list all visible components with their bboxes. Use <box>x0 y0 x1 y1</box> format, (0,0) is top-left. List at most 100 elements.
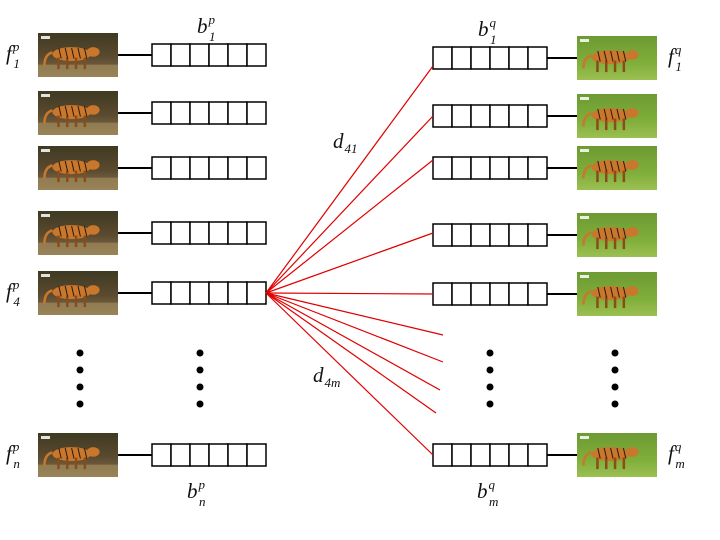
tiger-stripe <box>71 225 75 237</box>
right-frame-thumbnail <box>577 433 657 477</box>
tiger-stripe <box>71 160 75 172</box>
code-cell <box>246 443 267 467</box>
code-cell <box>208 443 229 467</box>
left-frames-ellipsis <box>76 349 84 408</box>
code-cell <box>527 104 548 128</box>
tiger-stripe <box>603 286 608 298</box>
code-cell <box>151 43 172 67</box>
distance-line <box>265 232 434 294</box>
left-code-box <box>151 156 267 180</box>
tiger-body <box>591 286 630 301</box>
tiger-leg <box>74 57 78 70</box>
code-cell <box>246 101 267 125</box>
ellipsis-dot <box>76 383 84 391</box>
left-frame-thumbnail <box>38 211 118 255</box>
code-cell <box>527 443 548 467</box>
tiger-leg <box>66 115 69 128</box>
code-cell <box>151 281 172 305</box>
tiger-stripe <box>610 160 614 172</box>
tiger-stripe <box>622 227 627 239</box>
code-cell <box>451 443 472 467</box>
tiger-stripe <box>622 286 627 298</box>
ellipsis-dot <box>611 366 619 374</box>
tiger-stripe <box>77 160 81 172</box>
tiger-stripe <box>77 105 81 117</box>
tiger-icon <box>582 50 639 73</box>
tiger-leg <box>605 60 608 73</box>
watermark <box>41 274 50 277</box>
code-cell <box>189 43 210 67</box>
tiger-stripe <box>610 447 614 459</box>
tiger-tail <box>582 290 592 305</box>
tiger-stripe <box>597 447 601 459</box>
tiger-icon <box>582 447 639 470</box>
code-cell <box>451 223 472 247</box>
ellipsis-dot <box>486 383 494 391</box>
tiger-stripe <box>71 105 75 117</box>
distance-line <box>265 292 444 336</box>
tiger-tail <box>582 112 592 127</box>
code-cell <box>208 101 229 125</box>
tiger-body <box>52 160 91 175</box>
left-frame-thumbnail <box>38 33 118 77</box>
watermark <box>41 214 50 217</box>
code-cell <box>470 443 491 467</box>
tiger-stripe <box>616 108 620 120</box>
tiger-tail <box>43 164 53 179</box>
code-cell <box>527 46 548 70</box>
tiger-tail <box>582 164 592 179</box>
code-cell <box>470 156 491 180</box>
code-cell <box>508 104 529 128</box>
code-cell <box>189 443 210 467</box>
tiger-stripe <box>83 225 88 237</box>
tiger-leg <box>74 115 78 128</box>
code-cell <box>470 223 491 247</box>
tiger-tail <box>582 231 592 246</box>
watermark <box>580 97 589 100</box>
tiger-leg <box>83 57 87 70</box>
tiger-icon <box>582 160 639 183</box>
code-cell <box>189 101 210 125</box>
code-cell <box>227 281 248 305</box>
watermark <box>580 436 589 439</box>
ellipsis-dot <box>196 349 204 357</box>
tiger-tail <box>43 109 53 124</box>
tiger-leg <box>596 170 599 183</box>
tiger-leg <box>613 118 617 131</box>
ellipsis-dot <box>76 400 84 408</box>
ellipsis-dot <box>611 383 619 391</box>
tiger-stripe <box>77 47 81 59</box>
code-cell <box>470 46 491 70</box>
tiger-leg <box>622 118 626 131</box>
code-cell <box>432 156 453 180</box>
code-cell <box>170 443 191 467</box>
code-cell <box>489 104 510 128</box>
tiger-stripe <box>64 225 69 237</box>
tiger-leg <box>74 170 78 183</box>
tiger-leg <box>74 457 78 470</box>
tiger-head <box>86 47 100 57</box>
tiger-leg <box>605 296 608 309</box>
tiger-leg <box>622 296 626 309</box>
tiger-leg <box>613 170 617 183</box>
tiger-stripe <box>71 447 75 459</box>
tiger-stripe <box>603 447 608 459</box>
code-cell <box>227 443 248 467</box>
code-cell <box>508 443 529 467</box>
tiger-tail <box>582 451 592 466</box>
left-code-box <box>151 281 267 305</box>
tiger-tail <box>43 289 53 304</box>
tiger-leg <box>57 170 60 183</box>
left-code-box <box>151 101 267 125</box>
tiger-leg <box>83 170 87 183</box>
tiger-stripe <box>616 160 620 172</box>
right-frame-thumbnail <box>577 94 657 138</box>
ellipsis-dot <box>76 366 84 374</box>
